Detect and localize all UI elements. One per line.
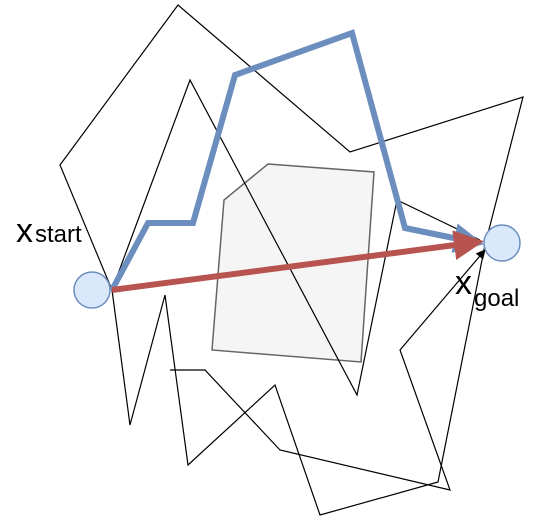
random-path: [59, 4, 524, 516]
start-label: xstart: [16, 212, 82, 250]
random-path-inner: [111, 78, 481, 397]
goal-label: xgoal: [455, 264, 519, 312]
goal-label-main: x: [455, 264, 472, 302]
start-label-main: x: [16, 212, 33, 250]
start-label-sub: start: [35, 221, 82, 248]
goal-label-sub: goal: [474, 285, 519, 312]
obstacle: [211, 163, 375, 363]
optimized-path: [109, 29, 484, 292]
direct-path: [111, 230, 484, 293]
goal-node: [483, 224, 521, 262]
start-node: [73, 271, 111, 309]
random-path-lower: [170, 249, 486, 491]
